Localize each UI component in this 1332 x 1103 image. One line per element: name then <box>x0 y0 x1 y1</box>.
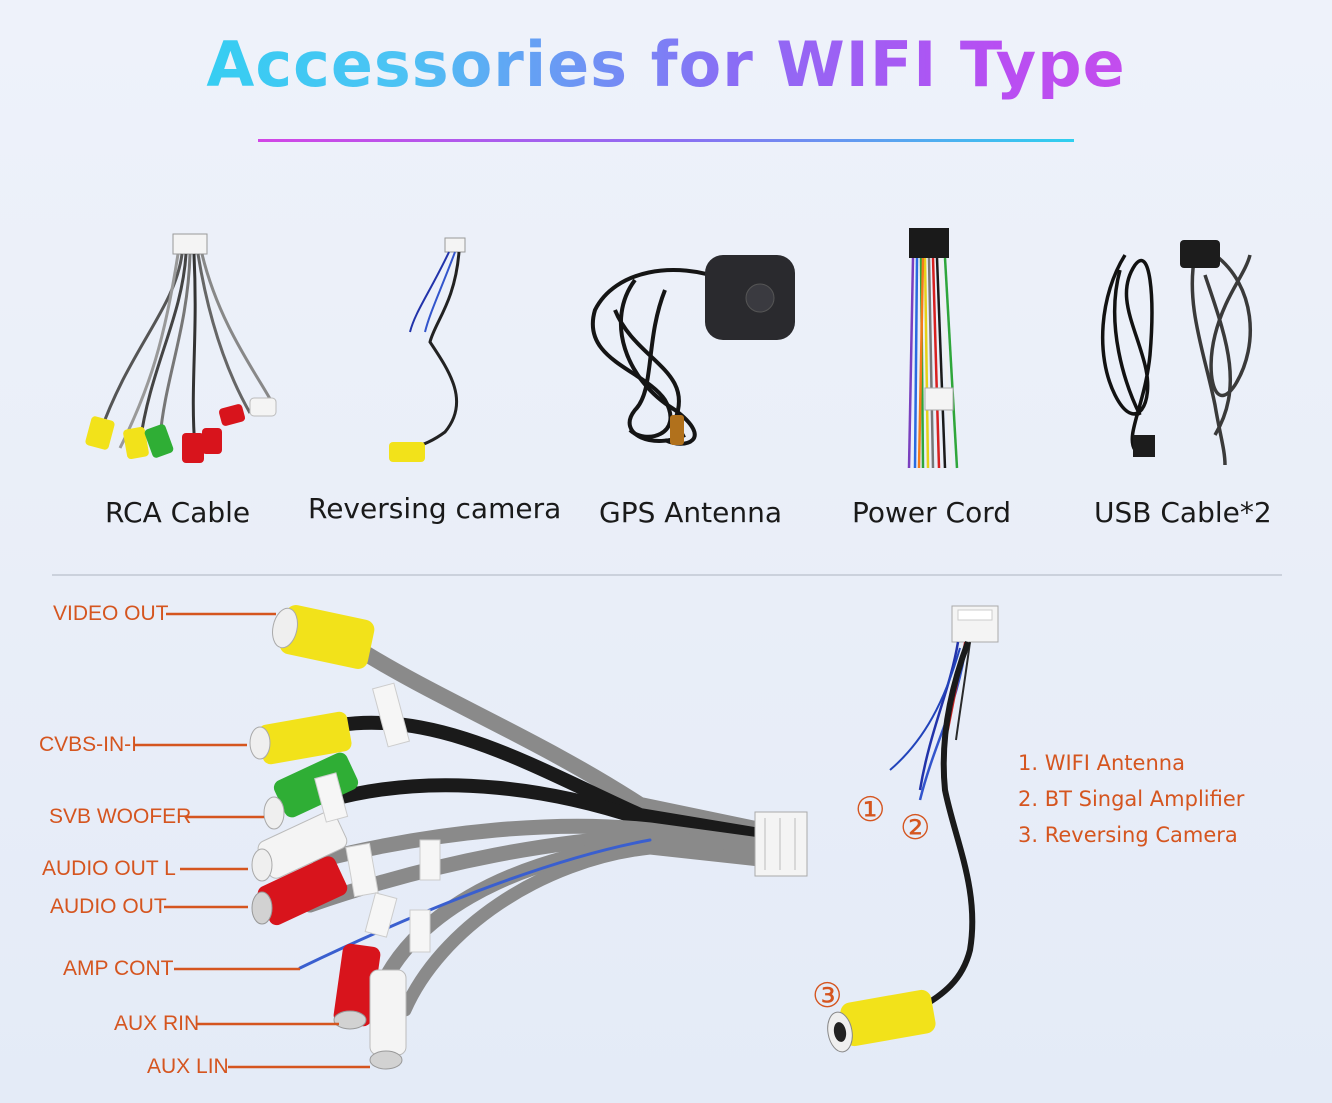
callout-amp-cont: AMP CONT <box>63 957 174 980</box>
callout-line <box>186 815 264 819</box>
callout-line <box>164 905 248 909</box>
marker-2: ② <box>900 808 931 848</box>
rca-cable-detail-photo <box>249 605 808 1070</box>
callout-line <box>180 867 248 871</box>
rca-cable-photo <box>85 233 277 463</box>
callout-line <box>228 1065 370 1069</box>
reversing-camera-cable-photo <box>389 237 466 462</box>
note-reversing-camera: 3. Reversing Camera <box>1018 823 1238 847</box>
note-bt-amplifier: 2. BT Singal Amplifier <box>1018 787 1245 811</box>
callout-audio-out-l: AUDIO OUT L <box>42 857 176 880</box>
page-title: Accessories for WIFI Type <box>0 28 1332 101</box>
caption-rca-cable: RCA Cable <box>105 496 251 529</box>
caption-gps-antenna: GPS Antenna <box>599 496 783 529</box>
marker-1: ① <box>855 790 886 830</box>
gps-antenna-photo <box>590 255 795 446</box>
callout-line <box>135 743 247 747</box>
callout-line <box>197 1022 339 1026</box>
reversing-camera-detail-photo <box>827 605 999 1053</box>
callout-line <box>174 967 300 971</box>
callout-aux-lin: AUX LIN <box>147 1055 229 1078</box>
power-cord-photo <box>907 228 959 469</box>
note-wifi-antenna: 1. WIFI Antenna <box>1018 751 1185 775</box>
callout-aux-rin: AUX RIN <box>114 1012 200 1035</box>
caption-usb-cable: USB Cable*2 <box>1094 496 1272 529</box>
callout-svb-woofer: SVB WOOFER <box>49 805 192 828</box>
callout-cvbs-in: CVBS-IN-I <box>39 733 138 756</box>
marker-3: ③ <box>812 976 843 1016</box>
callout-audio-out: AUDIO OUT <box>50 895 167 918</box>
callout-video-out: VIDEO OUT <box>53 602 169 625</box>
usb-cable-photo <box>1100 240 1252 466</box>
callout-line <box>166 612 276 616</box>
caption-power-cord: Power Cord <box>852 496 1012 529</box>
section-divider <box>52 574 1282 576</box>
caption-reversing-camera: Reversing camera <box>308 492 562 525</box>
title-underline <box>258 139 1074 142</box>
